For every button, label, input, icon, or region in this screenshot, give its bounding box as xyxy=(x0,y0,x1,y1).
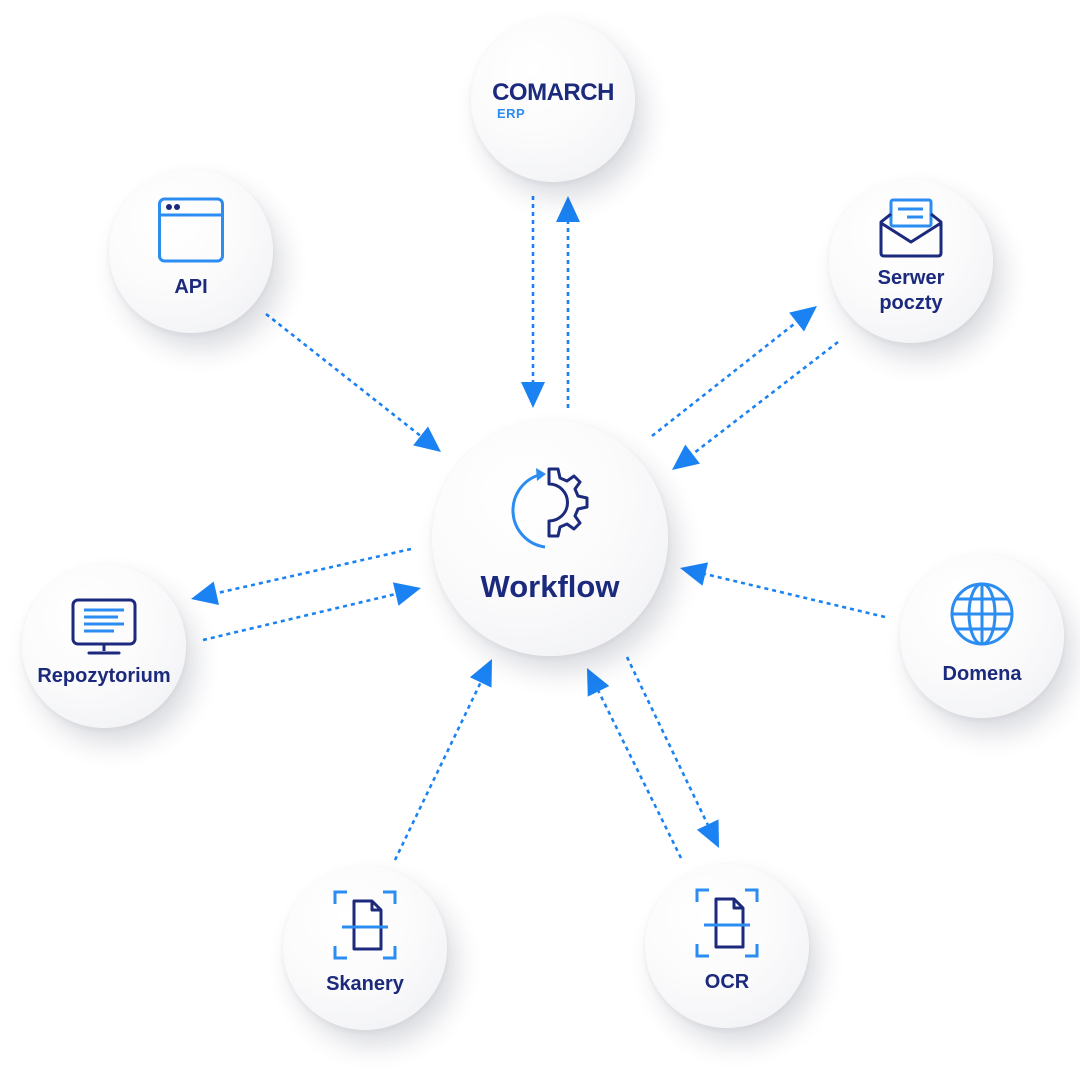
node-ocr: OCR xyxy=(645,864,809,1028)
node-label-workflow: Workflow xyxy=(480,569,620,604)
arrow-line-domain-to-workflow xyxy=(704,572,886,619)
node-label-scanners: Skanery xyxy=(326,972,404,995)
browser-window-icon xyxy=(158,197,224,262)
arrow-head-repo-to-workflow xyxy=(392,582,421,606)
envelope-icon xyxy=(879,198,943,258)
arrow-line-workflow-to-repo xyxy=(216,547,412,595)
node-label-ocr: OCR xyxy=(704,970,750,993)
arrow-head-mail-to-workflow xyxy=(672,444,700,470)
node-comarch-erp: COMARCH ERP xyxy=(471,18,635,182)
node-label-api: API xyxy=(174,275,208,298)
arrow-head-api-to-workflow xyxy=(413,426,441,452)
arrow-line-repo-to-workflow xyxy=(202,592,397,642)
arrow-line-ocr-to-workflow xyxy=(597,690,683,859)
node-scanners: Skanery xyxy=(283,866,447,1030)
node-workflow: Workflow xyxy=(432,420,668,656)
node-domain: Domena xyxy=(900,554,1064,718)
arrow-head-workflow-to-comarch xyxy=(556,196,580,222)
node-label-repository: Repozytorium xyxy=(37,664,171,687)
arrow-head-scanners-to-workflow xyxy=(469,659,492,688)
document-scan-icon xyxy=(333,890,397,959)
arrow-head-workflow-to-mail xyxy=(789,306,817,332)
arrow-line-api-to-workflow xyxy=(265,312,422,437)
erp-logo-text: ERP xyxy=(497,105,526,121)
monitor-icon xyxy=(71,598,137,654)
node-label-domain: Domena xyxy=(942,662,1022,685)
arrow-head-ocr-to-workflow xyxy=(587,668,610,697)
arrow-line-mail-to-workflow xyxy=(691,340,839,456)
node-label-mail-server: Serwer poczty xyxy=(877,267,945,314)
workflow-gear-icon xyxy=(511,467,589,549)
globe-icon xyxy=(950,582,1014,645)
arrow-line-workflow-to-mail xyxy=(651,321,798,438)
arrow-line-scanners-to-workflow xyxy=(393,681,482,861)
node-mail-server: Serwer poczty xyxy=(829,179,993,343)
arrow-head-workflow-to-repo xyxy=(191,581,220,605)
node-repository: Repozytorium xyxy=(22,564,186,728)
node-api: API xyxy=(109,169,273,333)
comarch-logo: COMARCH xyxy=(492,78,614,106)
arrow-head-comarch-to-workflow xyxy=(521,382,545,408)
arrow-head-domain-to-workflow xyxy=(680,562,709,586)
document-scan-icon xyxy=(695,888,759,957)
arrow-head-workflow-to-ocr xyxy=(696,819,719,848)
arrow-line-workflow-to-ocr xyxy=(625,656,709,826)
